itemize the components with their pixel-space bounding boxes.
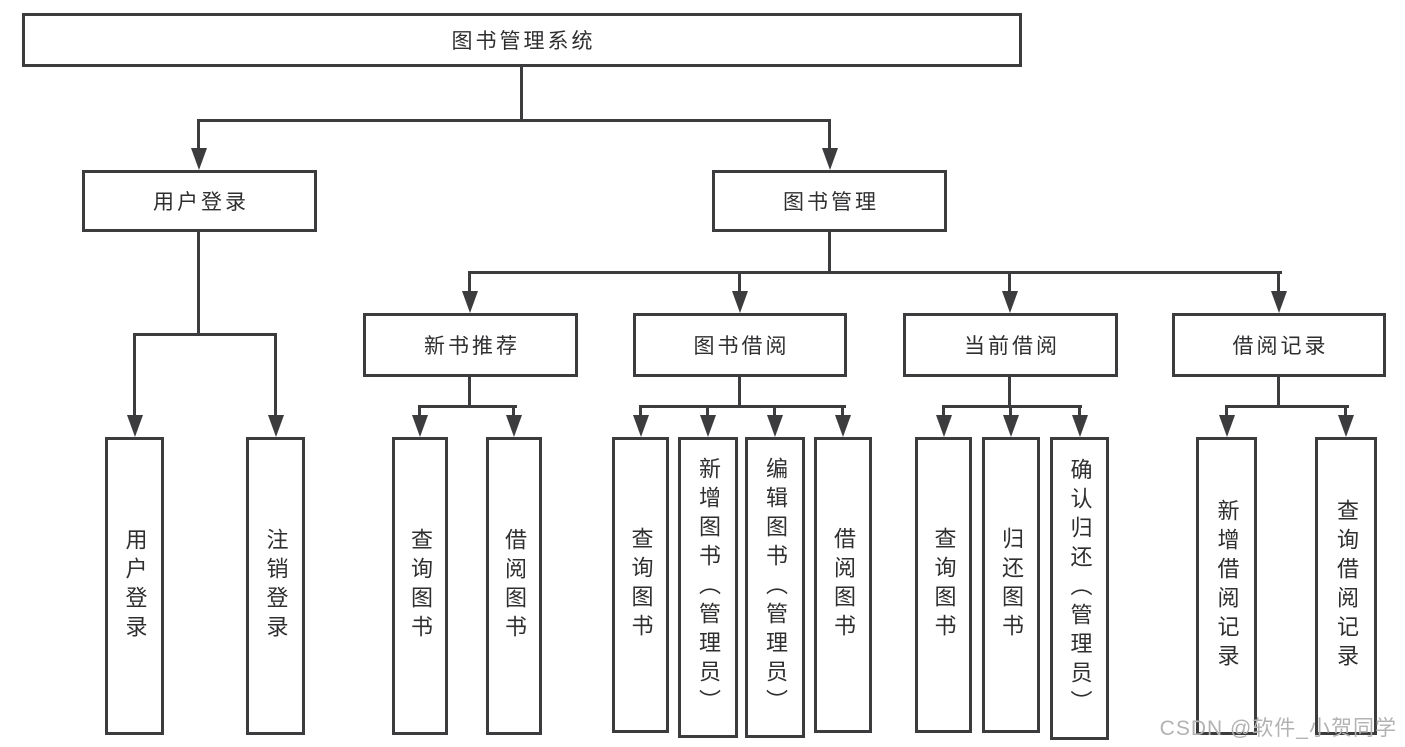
arrow-down-icon [732,291,748,313]
arrow-down-icon [632,415,649,437]
arrow-down-icon [767,415,783,437]
node-label-records: 借阅记录 [1232,335,1329,358]
node-label-borrow: 图书借阅 [693,335,790,358]
connector-line-vertical [468,377,471,408]
node-borrow: 图书借阅 [633,313,847,377]
connector-line-vertical [1344,406,1347,418]
arrow-down-icon [821,148,838,170]
connector-line-vertical [1009,406,1012,418]
connector-line-vertical [1078,406,1081,418]
connector-line-vertical [512,406,515,418]
arrow-down-icon [700,415,716,437]
connector-line-vertical [1008,377,1011,408]
node-borrow-borrow: 借阅图书 [814,437,872,733]
node-records: 借阅记录 [1172,313,1386,377]
arrow-down-icon [506,415,522,437]
node-newbook-search: 查询图书 [392,437,448,735]
node-label-records-search: 查询借阅记录 [1334,499,1359,673]
arrow-down-icon [462,291,478,313]
connector-line-vertical [1225,406,1228,418]
connector-line-vertical [706,406,709,418]
arrow-down-icon [126,415,143,437]
connector-line-vertical [639,406,642,418]
node-label-borrow-search: 查询图书 [628,527,654,643]
node-newbook: 新书推荐 [363,313,578,377]
node-borrow-search: 查询图书 [612,437,669,733]
arrow-down-icon [1271,291,1287,313]
node-records-search: 查询借阅记录 [1315,437,1377,735]
connector-line-vertical [841,406,844,418]
node-label-current-return: 归还图书 [999,527,1024,643]
node-label-newbook-search: 查询图书 [408,528,433,644]
connector-line-vertical [828,120,831,152]
arrow-down-icon [267,415,284,437]
node-records-add: 新增借阅记录 [1196,437,1257,735]
node-current-return: 归还图书 [982,437,1040,733]
arrow-down-icon [1218,415,1235,437]
node-label-current-confirm: 确认归还（管理员） [1067,458,1093,719]
node-login-user-login: 用户登录 [105,437,164,735]
connector-line-vertical [773,406,776,418]
arrow-down-icon [935,415,952,437]
node-label-login: 用户登录 [153,191,249,214]
connector-line-vertical [738,272,741,294]
node-login-logout: 注销登录 [246,437,305,735]
connector-line-horizontal [639,405,846,408]
node-label-current: 当前借阅 [964,335,1060,358]
node-mgmt: 图书管理 [712,170,947,232]
node-label-borrow-borrow: 借阅图书 [831,527,856,643]
connector-line-horizontal [197,119,831,122]
arrow-down-icon [1338,415,1354,437]
connector-line-vertical [1277,272,1280,294]
node-label-borrow-add: 新增图书（管理员） [696,457,721,718]
connector-line-vertical [468,272,471,294]
connector-line-vertical [197,120,200,152]
connector-line-horizontal [418,405,517,408]
connector-line-vertical [418,406,421,418]
connector-line-vertical [738,377,741,408]
node-label-root: 图书管理系统 [451,30,596,53]
csdn-watermark: CSDN @软件_小贺同学 [1159,717,1397,740]
node-current-confirm: 确认归还（管理员） [1050,437,1109,740]
arrow-down-icon [1002,291,1018,313]
arrow-down-icon [1003,415,1019,437]
node-label-login-logout: 注销登录 [263,528,289,644]
connector-line-vertical [1277,377,1280,408]
arrow-down-icon [835,415,851,437]
connector-line-vertical [520,67,523,121]
connector-line-vertical [942,406,945,418]
node-label-borrow-edit: 编辑图书（管理员） [763,457,788,718]
connector-line-vertical [828,232,831,274]
connector-line-horizontal [942,405,1082,408]
connector-line-vertical [133,334,136,418]
node-label-login-user-login: 用户登录 [122,528,148,644]
connector-line-horizontal [133,333,277,336]
node-label-current-search: 查询图书 [931,527,957,643]
node-label-newbook-borrow: 借阅图书 [502,528,527,644]
node-newbook-borrow: 借阅图书 [486,437,542,735]
node-login: 用户登录 [82,170,317,232]
node-borrow-edit: 编辑图书（管理员） [745,437,805,738]
connector-line-vertical [197,232,200,336]
node-label-mgmt: 图书管理 [783,191,879,214]
connector-line-horizontal [468,271,1282,274]
node-current-search: 查询图书 [915,437,972,733]
node-label-records-add: 新增借阅记录 [1214,499,1240,673]
node-label-newbook: 新书推荐 [424,335,520,358]
arrow-down-icon [1071,415,1088,437]
node-root: 图书管理系统 [22,13,1022,67]
arrow-down-icon [190,148,207,170]
arrow-down-icon [412,415,428,437]
node-borrow-add: 新增图书（管理员） [678,437,738,738]
connector-line-vertical [1008,272,1011,294]
node-current: 当前借阅 [903,313,1118,377]
connector-line-vertical [274,334,277,418]
connector-line-horizontal [1225,405,1349,408]
